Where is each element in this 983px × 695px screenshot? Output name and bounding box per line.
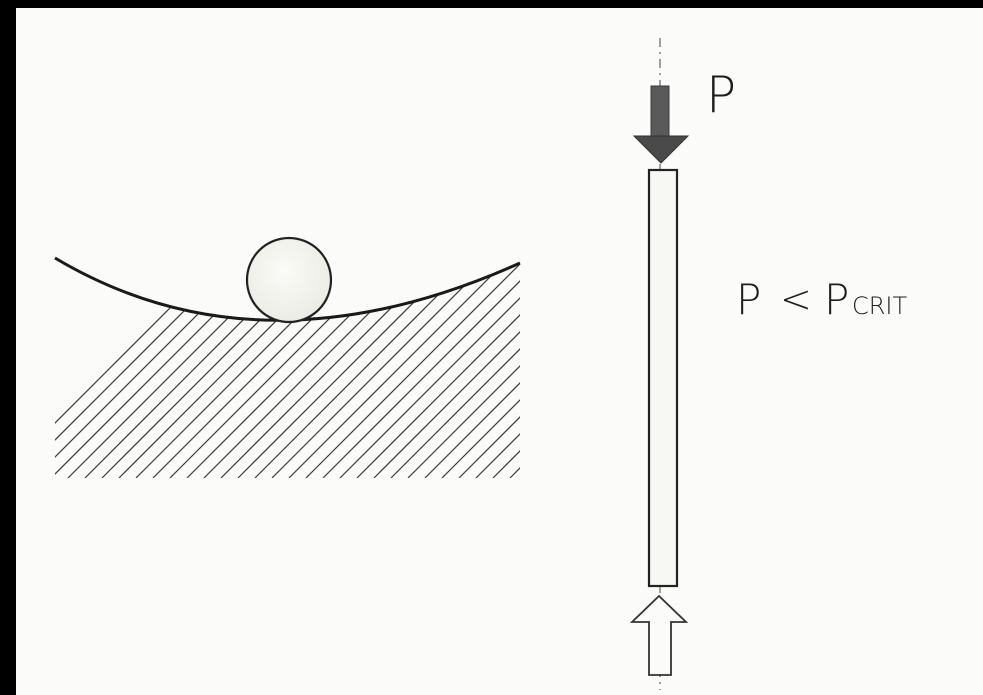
hatch-line (390, 258, 520, 478)
column (647, 168, 679, 588)
condition-subscript: CRIT (852, 292, 908, 320)
condition-relation: < (780, 277, 812, 321)
applied-load-arrow (632, 85, 690, 164)
hatch-line (578, 248, 808, 478)
hatch-line (55, 258, 231, 478)
hatch-line (55, 258, 248, 478)
hatch-line (492, 258, 520, 478)
hatch-line (509, 258, 520, 478)
hatch-line (322, 258, 520, 478)
hatch-line (458, 258, 520, 478)
hatch-line (356, 258, 520, 478)
hatch-line (424, 258, 520, 478)
reaction-arrow (629, 594, 689, 676)
load-label: P (706, 66, 736, 124)
hatch-line (55, 258, 265, 478)
hatch-line (373, 258, 520, 478)
hatch-line (475, 258, 520, 478)
hatch-line (407, 258, 520, 478)
ball (245, 236, 333, 324)
hatch-line (441, 258, 520, 478)
hatch-line (697, 248, 927, 478)
condition-rhs: P (824, 275, 849, 324)
hatch-line (663, 248, 893, 478)
stability-condition: P < P CRIT (736, 275, 908, 324)
condition-lhs: P (736, 275, 761, 324)
hatch-line (288, 258, 520, 478)
hatch-line (339, 258, 520, 478)
hatch-line (305, 258, 520, 478)
hatch-line (527, 248, 757, 478)
